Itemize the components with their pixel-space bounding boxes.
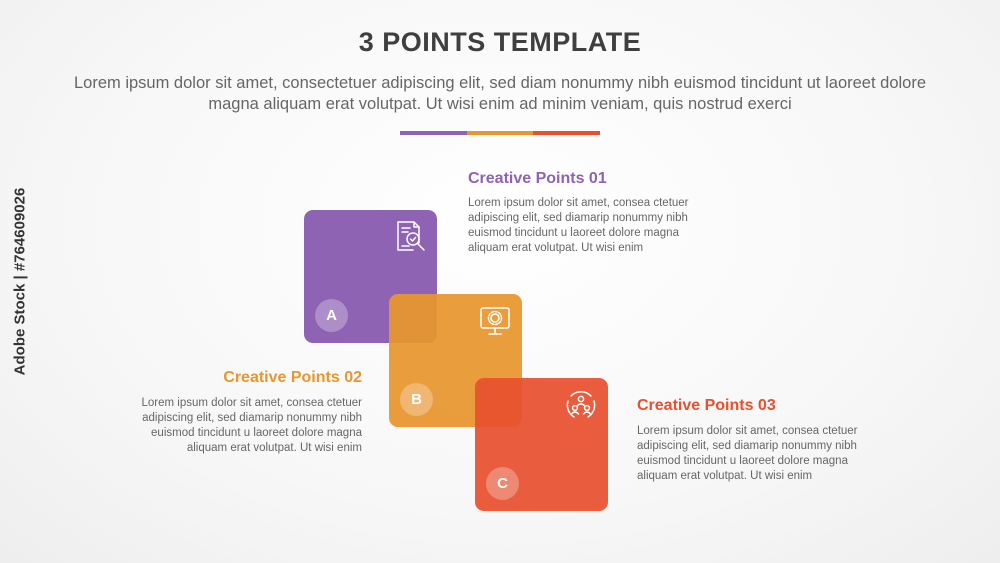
point-card-c: C	[475, 378, 608, 511]
document-search-icon	[397, 221, 425, 251]
point-heading-3: Creative Points 03	[637, 397, 776, 414]
point-letter-b: B	[400, 383, 433, 416]
stock-watermark-text: Adobe Stock | #764609026	[11, 187, 29, 376]
divider-segment-orange	[467, 131, 533, 135]
point-body-1: Lorem ipsum dolor sit amet, consea ctetu…	[468, 197, 689, 254]
team-cycle-icon	[566, 391, 596, 418]
point-body-2: Lorem ipsum dolor sit amet, consea ctetu…	[141, 397, 362, 454]
point-body-3: Lorem ipsum dolor sit amet, consea ctetu…	[637, 425, 858, 482]
point-heading-2: Creative Points 02	[223, 369, 362, 386]
monitor-gear-icon	[480, 307, 510, 335]
point-card-b: B	[389, 294, 522, 427]
point-letter-c: C	[486, 467, 519, 500]
point-heading-1: Creative Points 01	[468, 170, 607, 187]
page-subtitle: Lorem ipsum dolor sit amet, consectetuer…	[73, 74, 927, 113]
point-card-a: A	[304, 210, 437, 343]
stock-watermark: Adobe Stock | #764609026	[2, 0, 38, 563]
point-letter-a: A	[315, 299, 348, 332]
page-title: 3 POINTS TEMPLATE	[358, 27, 642, 57]
divider-segment-red	[533, 131, 600, 135]
divider-segment-purple	[400, 131, 467, 135]
